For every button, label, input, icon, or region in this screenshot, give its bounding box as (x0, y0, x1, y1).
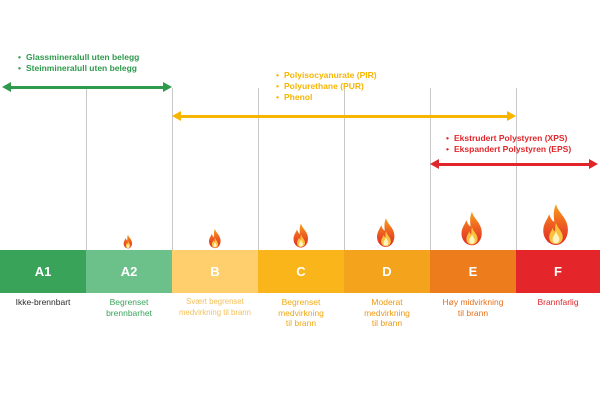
range-arrow-a1-a2 (2, 82, 172, 93)
mineral-wool-list: Glassmineralull uten belegg Steinmineral… (18, 52, 139, 74)
description-line: til brann (457, 307, 489, 318)
class-description-d: Moderat medvirkning til brann (344, 297, 430, 329)
description-line: brennbarhet (106, 307, 152, 318)
class-code: C (296, 264, 306, 279)
description-line: Ikke-brennbart (15, 297, 71, 307)
description-line: medvirkning (278, 307, 324, 318)
flame-icon (123, 234, 133, 249)
description-line: medvirkning (364, 307, 410, 318)
class-description-a1: Ikke-brennbart (0, 297, 86, 308)
description-line: til brann (371, 318, 403, 328)
description-line: Svært begrenset (186, 297, 244, 306)
list-item: Glassmineralull uten belegg (18, 52, 139, 63)
pir-pur-phenol-list: Polyisocyanurate (PIR) Polyurethane (PUR… (276, 70, 377, 103)
list-item: Ekstrudert Polystyren (XPS) (446, 133, 571, 144)
description-line: medvirkning til brann (179, 307, 251, 317)
class-box-a2: A2 (86, 250, 172, 293)
class-description-c: Begrenset medvirkning til brann (258, 297, 344, 329)
flame-icon (461, 211, 482, 246)
divider-line (516, 88, 517, 250)
class-box-c: C (258, 250, 344, 293)
class-code: A1 (34, 264, 52, 279)
class-description-b: Svært begrenset medvirkning til brann (172, 297, 258, 318)
flame-icon (293, 223, 308, 248)
flame-icon (543, 204, 568, 245)
class-code: B (210, 264, 220, 279)
polystyrene-list: Ekstrudert Polystyren (XPS) Ekspandert P… (446, 133, 571, 155)
list-item: Steinmineralull uten belegg (18, 63, 139, 74)
description-line: Moderat (371, 297, 403, 307)
class-code: A2 (120, 264, 138, 279)
class-code: E (468, 264, 478, 279)
class-code: D (382, 264, 392, 279)
divider-line (86, 88, 87, 250)
description-line: Begrenset (109, 297, 149, 307)
divider-line (258, 88, 259, 250)
class-box-a1: A1 (0, 250, 86, 293)
class-code: F (554, 264, 562, 279)
class-description-e: Høy midvirkning til brann (430, 297, 516, 318)
list-item: Phenol (276, 92, 377, 103)
flame-icon (209, 228, 221, 249)
flame-icon (377, 218, 395, 247)
divider-line (172, 88, 173, 250)
class-box-d: D (344, 250, 430, 293)
description-line: Høy midvirkning (442, 297, 504, 307)
list-item: Polyurethane (PUR) (276, 81, 377, 92)
list-item: Ekspandert Polystyren (EPS) (446, 144, 571, 155)
range-arrow-e-f (430, 159, 598, 170)
divider-line (344, 88, 345, 250)
class-description-f: Brannfarlig (516, 297, 600, 308)
class-box-b: B (172, 250, 258, 293)
list-item: Polyisocyanurate (PIR) (276, 70, 377, 81)
description-line: Brannfarlig (537, 297, 579, 307)
class-box-f: F (516, 250, 600, 293)
range-arrow-b-e (172, 111, 516, 122)
description-line: Begrenset (281, 297, 321, 307)
class-description-a2: Begrenset brennbarhet (86, 297, 172, 318)
class-box-e: E (430, 250, 516, 293)
divider-line (430, 88, 431, 250)
description-line: til brann (285, 318, 317, 328)
